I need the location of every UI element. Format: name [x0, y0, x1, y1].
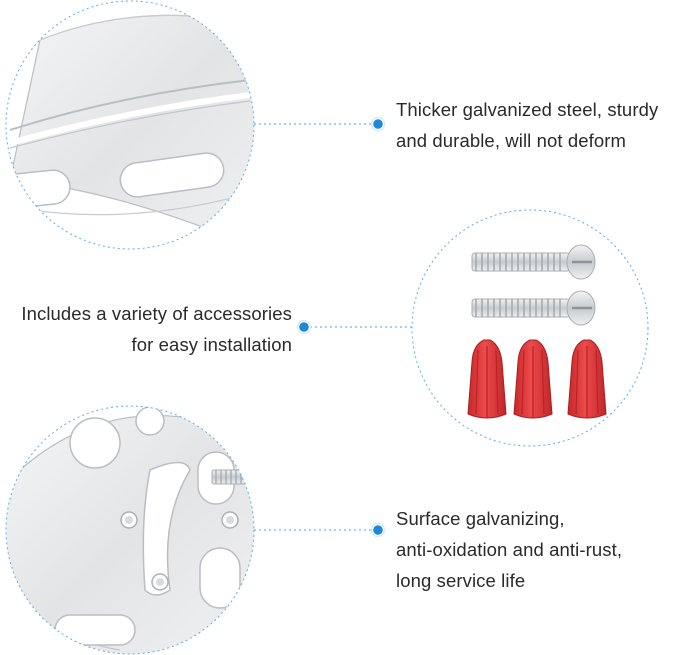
caption-line: for easy installation: [131, 334, 292, 355]
caption-line: Thicker galvanized steel, sturdy: [396, 99, 659, 120]
caption-line: Surface galvanizing,: [396, 508, 565, 529]
callout-dot-icon: [299, 322, 309, 332]
screw-icon: [471, 244, 596, 280]
caption-line: and durable, will not deform: [396, 130, 627, 151]
wire-nut-icon: [513, 339, 553, 419]
caption-line: long service life: [396, 570, 526, 591]
wire-nut-icon: [467, 339, 507, 419]
galvanized-plate-closeup: [5, 405, 255, 655]
feature-caption-galvanized-steel: Thicker galvanized steel, sturdy and dur…: [396, 94, 658, 156]
feature-caption-surface-galvanizing: Surface galvanizing, anti-oxidation and …: [396, 503, 622, 596]
accessories-closeup: [411, 209, 649, 447]
steel-ring-closeup: [5, 0, 255, 250]
screw-icon: [471, 290, 596, 326]
callout-dot-icon: [373, 525, 383, 535]
caption-line: Includes a variety of accessories: [21, 303, 292, 324]
callout-connector-1: [254, 116, 386, 132]
callout-connector-2: [296, 319, 412, 335]
caption-line: anti-oxidation and anti-rust,: [396, 539, 623, 560]
feature-caption-accessories: Includes a variety of accessories for ea…: [0, 298, 292, 360]
wire-nut-icon: [567, 339, 607, 419]
callout-dot-icon: [373, 119, 383, 129]
callout-connector-3: [254, 522, 386, 538]
